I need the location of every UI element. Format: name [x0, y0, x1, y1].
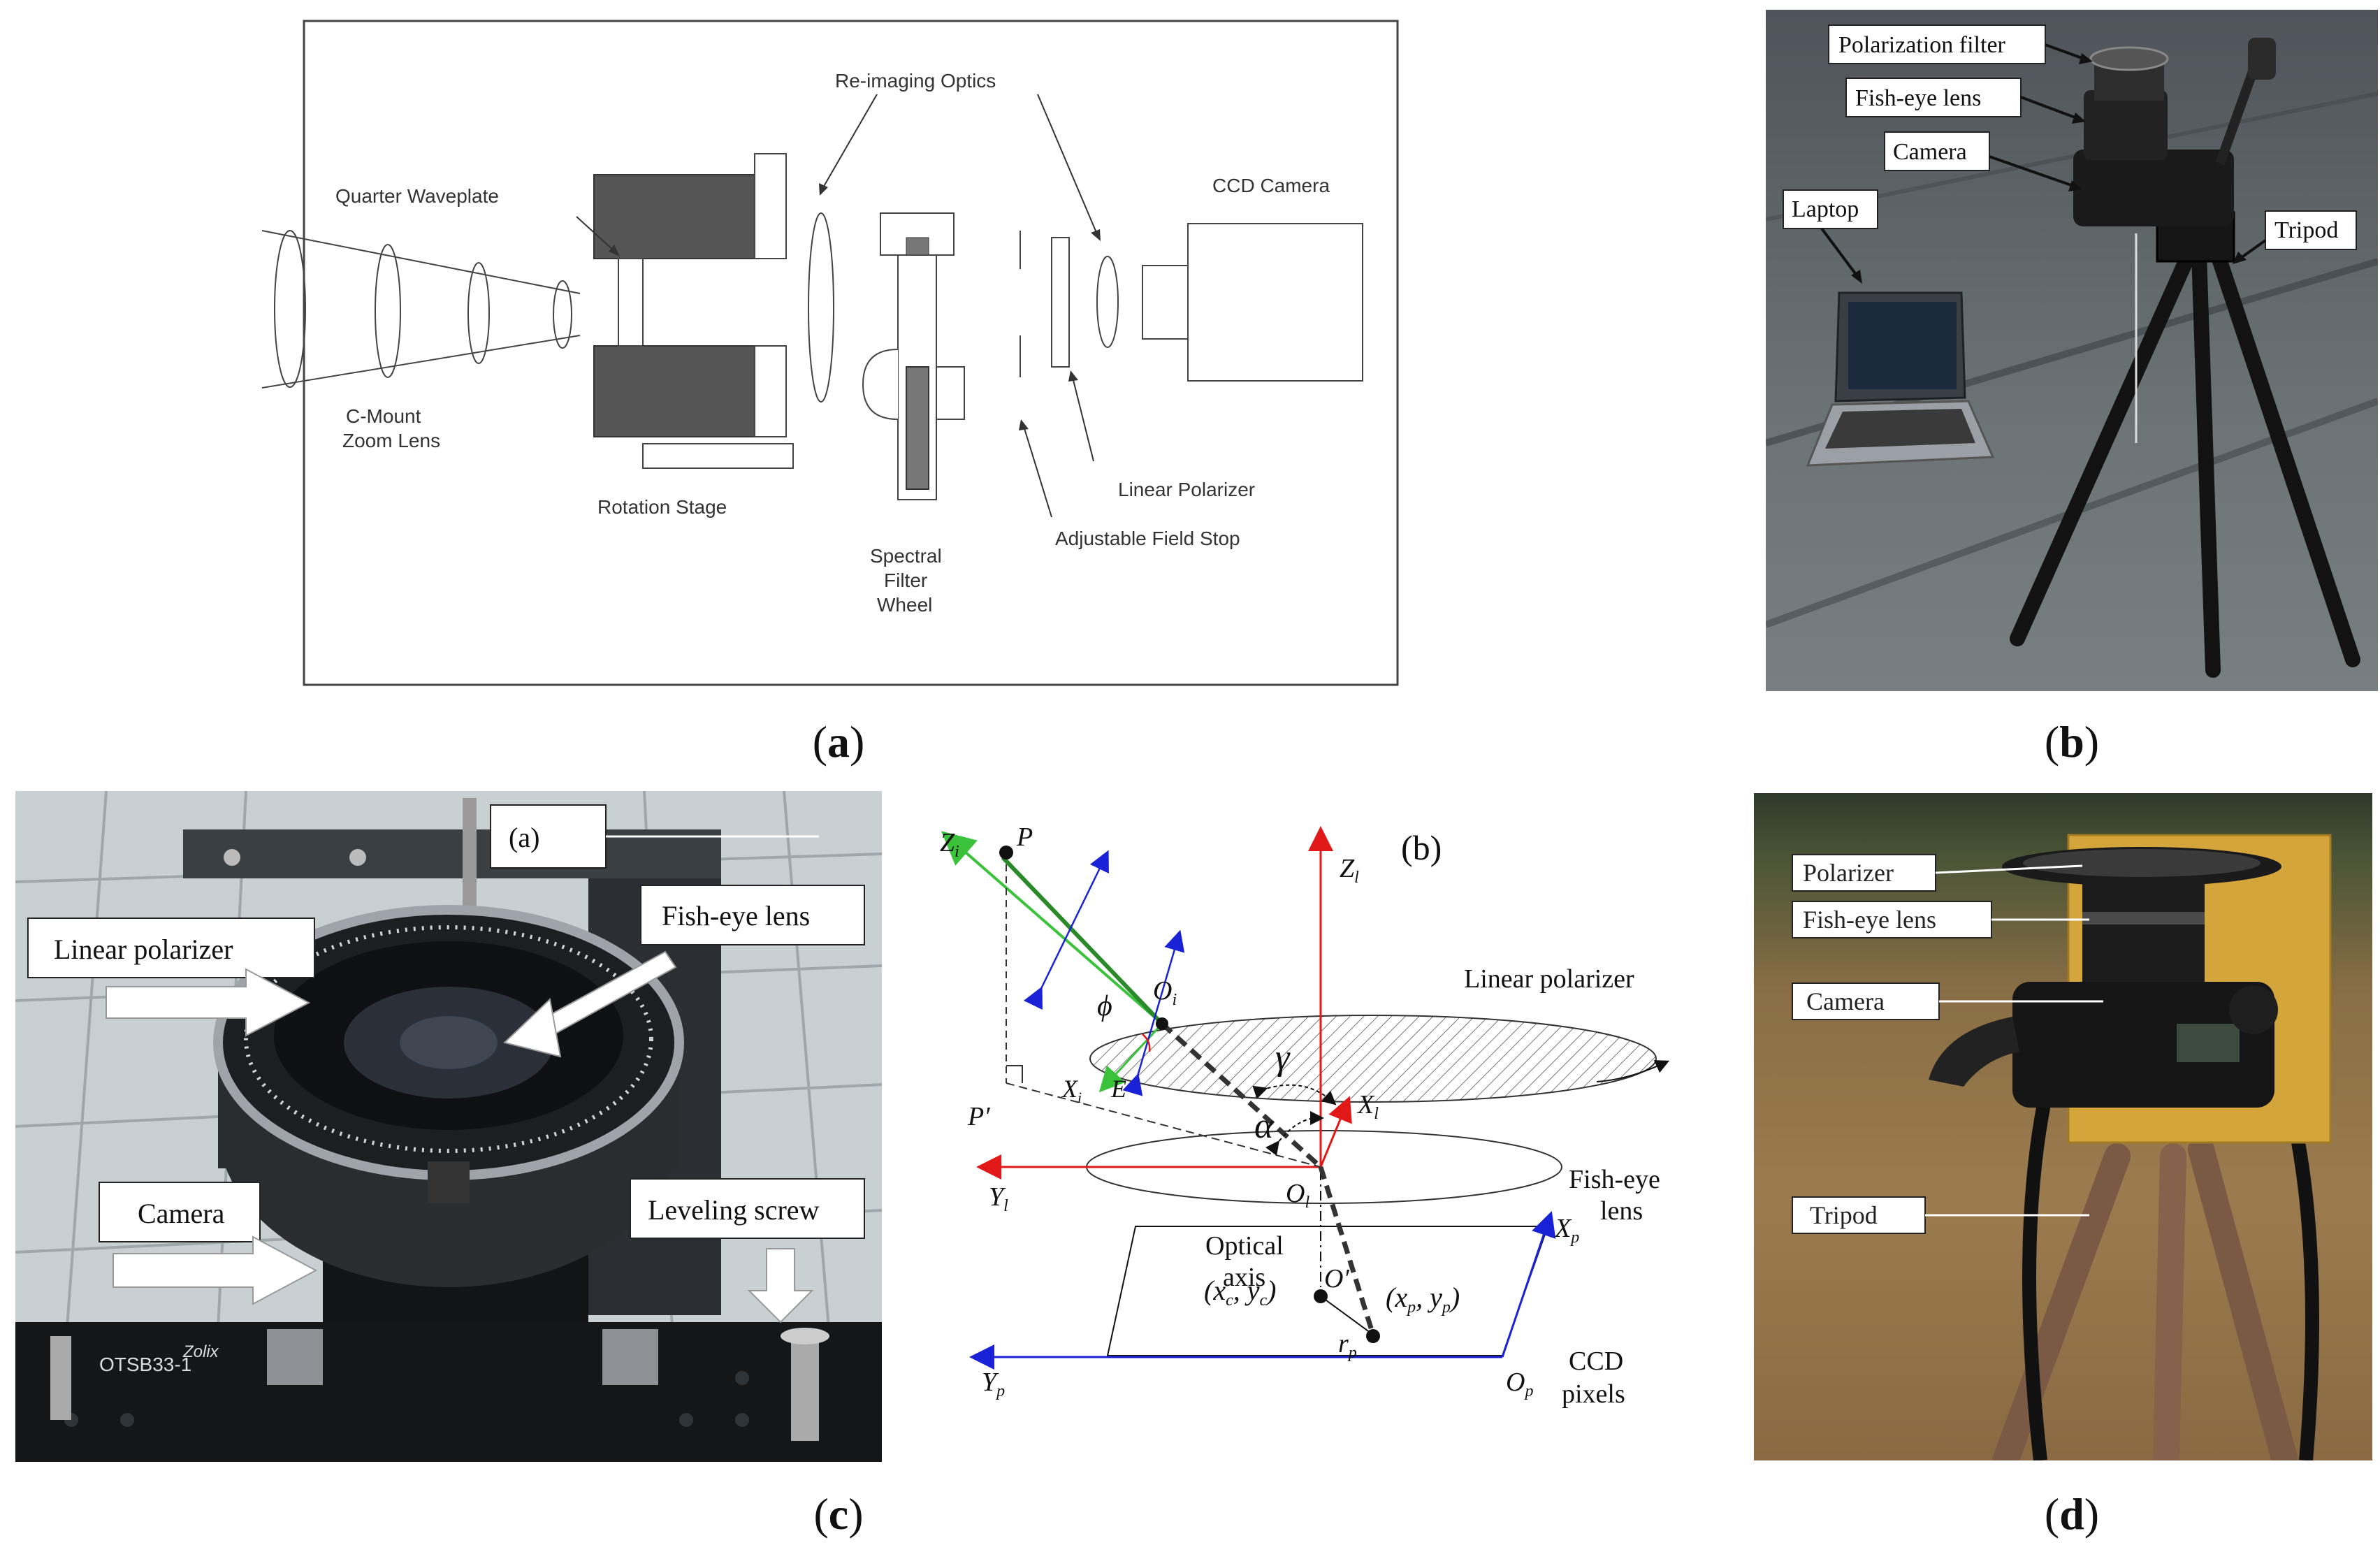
- svg-text:Fish-eye lens: Fish-eye lens: [662, 900, 810, 931]
- label-Xi: Xi: [1061, 1075, 1082, 1106]
- photo-polarizer-camera-tripod: Polarizer Fish-eye lens Camera Tripod: [1792, 834, 2332, 1460]
- svg-text:Tripod: Tripod: [2274, 217, 2338, 243]
- label-P-prime: P′: [967, 1102, 990, 1131]
- breadboard-plate-text: OTSB33-1: [99, 1354, 191, 1375]
- svg-text:Laptop: Laptop: [1792, 196, 1859, 222]
- label-pixels: pixels: [1562, 1379, 1625, 1409]
- svg-text:Leveling screw: Leveling screw: [648, 1194, 820, 1226]
- label-box-polarization-filter: Polarization filter: [1828, 24, 2093, 64]
- camera-body: [2073, 38, 2276, 226]
- label-adjustable-field-stop: Adjustable Field Stop: [1055, 528, 1240, 549]
- label-E: E: [1110, 1075, 1126, 1103]
- caption-c: (c): [813, 1489, 864, 1539]
- panel-d-photo: Polarizer Fish-eye lens Camera Tripod: [1754, 793, 2372, 1460]
- svg-text:Camera: Camera: [1893, 139, 1967, 165]
- label-box-fisheye-lens: Fish-eye lens: [1845, 78, 2086, 124]
- label-filter: Filter: [884, 570, 927, 591]
- label-box-fisheye-lens: Fish-eye lens: [1792, 901, 2089, 938]
- caption-b: (b): [2044, 717, 2100, 767]
- svg-text:Camera: Camera: [1806, 987, 1885, 1015]
- label-gamma: γ: [1275, 1038, 1291, 1078]
- label-Ol: Ol: [1286, 1179, 1309, 1212]
- tripod: [2010, 211, 2360, 678]
- label-P: P: [1016, 822, 1033, 852]
- label-box-tripod: Tripod: [1792, 1196, 2089, 1234]
- label-rp: rp: [1338, 1329, 1357, 1362]
- label-fisheye: Fish-eye: [1569, 1165, 1660, 1194]
- photo-polarizer-fisheye: OTSB33-1 Zolix (a) Fish-eye lens Linear …: [15, 791, 882, 1462]
- label-sub-b: (b): [1401, 828, 1442, 867]
- label-Zl: Zl: [1340, 854, 1359, 887]
- label-zoom-lens: Zoom Lens: [342, 430, 440, 451]
- panel-a-schematic: Re-imaging Optics Quarter Waveplate CCD …: [262, 14, 1415, 699]
- svg-text:Tripod: Tripod: [1810, 1201, 1878, 1229]
- photo-camera-on-tripod: Polarization filter Fish-eye lens Camera…: [1766, 24, 2378, 678]
- label-Op: Op: [1506, 1368, 1533, 1400]
- label-alpha: α: [1254, 1106, 1275, 1146]
- svg-text:Fish-eye lens: Fish-eye lens: [1855, 85, 1981, 111]
- label-cmount: C-Mount: [346, 405, 421, 427]
- tripod: [1992, 1136, 2298, 1460]
- label-Xp: Xp: [1553, 1214, 1579, 1247]
- label-optical: Optical: [1205, 1231, 1284, 1261]
- label-xc-yc: (xc, yc): [1204, 1275, 1276, 1310]
- caption-d: (d): [2044, 1489, 2100, 1539]
- label-wheel: Wheel: [877, 594, 932, 616]
- label-ccd: CCD: [1569, 1347, 1623, 1376]
- label-Yl: Yl: [989, 1182, 1008, 1215]
- label-spectral: Spectral: [870, 545, 942, 567]
- svg-text:Fish-eye lens: Fish-eye lens: [1803, 906, 1936, 934]
- label-lens: lens: [1600, 1196, 1643, 1226]
- label-xp-yp: (xp, yp): [1386, 1282, 1460, 1317]
- label-ccd-camera: CCD Camera: [1212, 175, 1330, 196]
- label-box-linear-polarizer: Linear polarizer: [27, 918, 315, 1037]
- label-Xl: Xl: [1356, 1090, 1379, 1123]
- label-box-laptop: Laptop: [1783, 189, 1878, 284]
- svg-text:Polarizer: Polarizer: [1803, 859, 1894, 887]
- label-linear-polarizer: Linear polarizer: [1464, 964, 1634, 994]
- breadboard-brand-text: Zolix: [182, 1342, 219, 1361]
- label-box-polarizer: Polarizer: [1792, 854, 2083, 892]
- label-box-camera: Camera: [1884, 131, 2082, 191]
- panel-b-photo: Polarization filter Fish-eye lens Camera…: [1766, 10, 2378, 691]
- label-linear-polarizer: Linear Polarizer: [1118, 479, 1255, 500]
- label-quarter-waveplate: Quarter Waveplate: [335, 185, 499, 207]
- fisheye-polarization-geometry: (b) Linear polarizer Fish-eye lens Optic…: [940, 822, 1670, 1409]
- label-box-camera: Camera: [1792, 982, 2103, 1020]
- label-box-fisheye-lens: Fish-eye lens: [502, 885, 865, 1058]
- label-box-sub-a: (a): [490, 804, 819, 869]
- label-box-camera: Camera: [99, 1182, 318, 1305]
- panel-c-photo: OTSB33-1 Zolix (a) Fish-eye lens Linear …: [15, 791, 882, 1462]
- caption-a: (a): [812, 717, 865, 767]
- svg-text:Linear polarizer: Linear polarizer: [54, 934, 233, 965]
- label-reimaging-optics: Re-imaging Optics: [835, 70, 996, 92]
- label-axis: axis: [1223, 1263, 1265, 1292]
- svg-text:Polarization filter: Polarization filter: [1838, 32, 2006, 58]
- label-Zi: Zi: [940, 828, 959, 861]
- label-O-prime: O′: [1324, 1264, 1349, 1293]
- svg-text:Camera: Camera: [138, 1198, 225, 1229]
- label-rotation-stage: Rotation Stage: [597, 496, 727, 518]
- label-box-tripod: Tripod: [2233, 210, 2357, 264]
- svg-text:(a): (a): [509, 822, 539, 853]
- label-Yp: Yp: [982, 1368, 1005, 1400]
- laptop: [1806, 291, 1995, 467]
- polarimeter-schematic: Re-imaging Optics Quarter Waveplate CCD …: [262, 20, 1399, 686]
- label-Oi: Oi: [1153, 976, 1177, 1009]
- label-box-leveling-screw: Leveling screw: [630, 1178, 865, 1324]
- label-phi: ϕ: [1097, 990, 1112, 1022]
- panel-c-geometry-diagram: (b) Linear polarizer Fish-eye lens Optic…: [940, 790, 1695, 1471]
